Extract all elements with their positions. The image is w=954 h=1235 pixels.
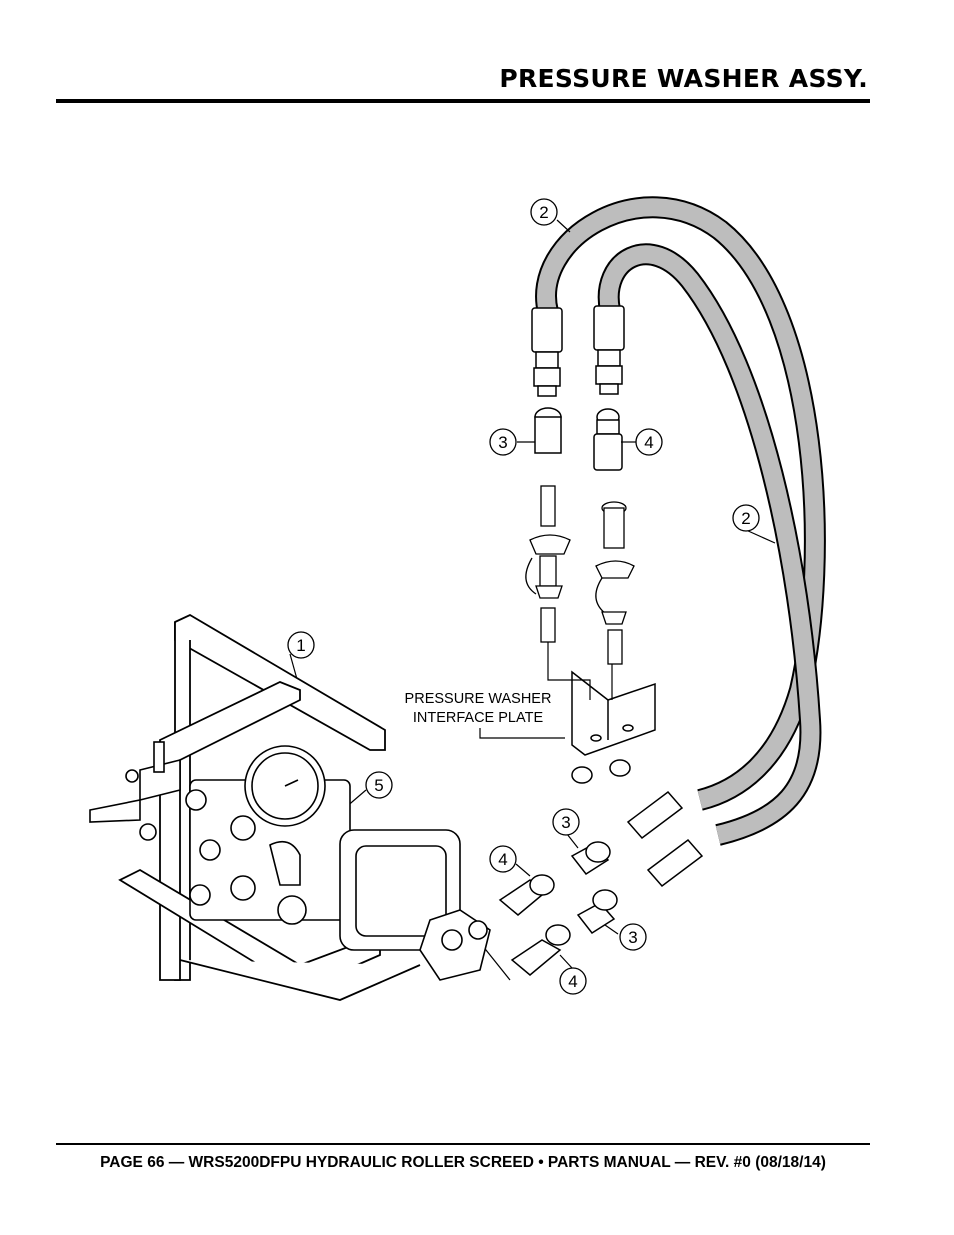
hose-assembly xyxy=(535,196,826,846)
interface-plate xyxy=(571,670,656,784)
callout-4c-circle xyxy=(559,967,587,995)
callout-5-circle xyxy=(365,771,393,799)
header-rule xyxy=(56,99,870,103)
callout-4b-circle xyxy=(489,845,517,873)
callout-3a-circle xyxy=(489,428,517,456)
nipples-and-caps xyxy=(525,485,635,665)
callout-3b: 3 xyxy=(561,813,570,832)
callout-4a: 4 xyxy=(644,433,653,452)
footer-rule xyxy=(56,1143,870,1145)
plate-label-line2: INTERFACE PLATE xyxy=(413,710,544,726)
plate-label-line1: PRESSURE WASHER xyxy=(405,691,552,707)
callout-3b-circle xyxy=(552,808,580,836)
pump-unit xyxy=(89,741,491,981)
callout-2b-circle xyxy=(732,504,760,532)
callout-4b: 4 xyxy=(498,850,507,869)
page-footer: PAGE 66 — WRS5200DFPU HYDRAULIC ROLLER S… xyxy=(100,1154,826,1171)
callout-2b: 2 xyxy=(741,509,750,528)
callout-3c: 3 xyxy=(628,928,637,947)
callout-3a: 3 xyxy=(498,433,507,452)
callout-5: 5 xyxy=(374,776,383,795)
callout-4c: 4 xyxy=(568,972,577,991)
callout-1: 1 xyxy=(296,636,305,655)
upper-couplers xyxy=(534,407,623,471)
callout-circles xyxy=(287,198,760,995)
frame xyxy=(118,613,421,1001)
callout-2a-circle xyxy=(530,198,558,226)
callout-4a-circle xyxy=(635,428,663,456)
callout-3c-circle xyxy=(619,923,647,951)
lower-couplers xyxy=(498,790,704,976)
callout-2a: 2 xyxy=(539,203,548,222)
page-title: PRESSURE WASHER ASSY. xyxy=(499,64,868,93)
callout-1-circle xyxy=(287,631,315,659)
upper-hose-fittings xyxy=(531,305,625,397)
